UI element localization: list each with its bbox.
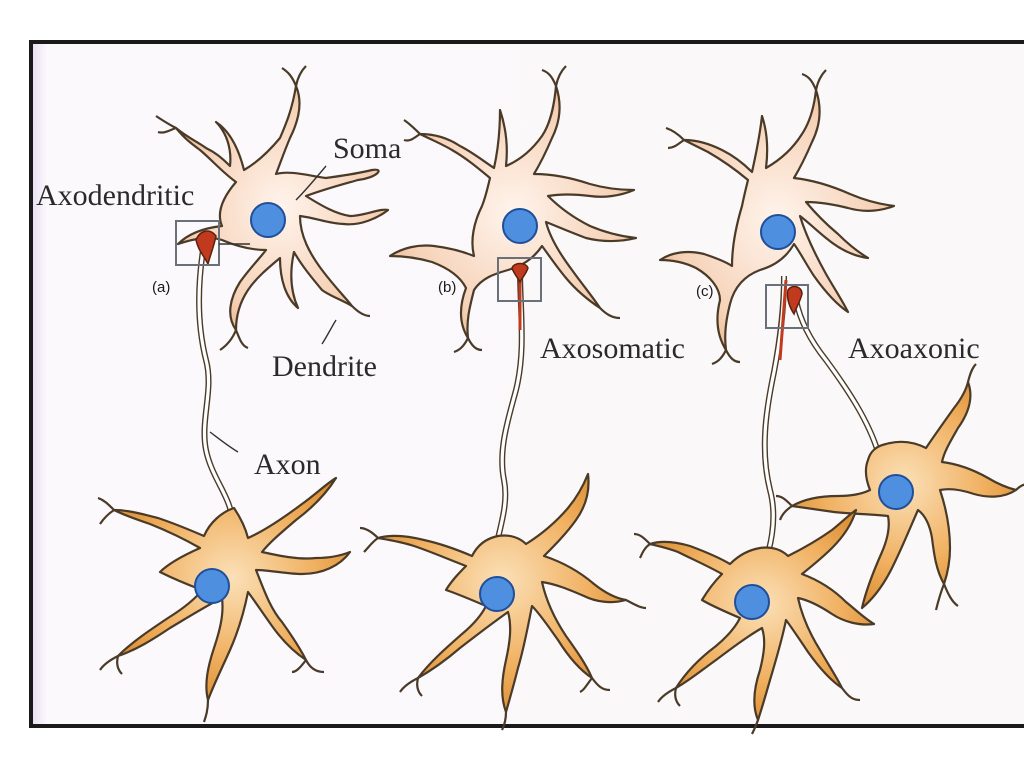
panel-b-axon-terminal <box>511 262 529 284</box>
panel-c-bottom-neuron <box>633 508 876 735</box>
axosomatic-synapse-box <box>497 257 542 302</box>
panel-a-axon <box>196 243 236 526</box>
soma-leader <box>295 165 327 201</box>
axon-label: Axon <box>254 448 321 481</box>
panel-c-axon-terminal <box>786 285 803 316</box>
panel-b-bottom-nucleus <box>479 576 515 612</box>
panel-c-top-nucleus <box>760 214 796 250</box>
panel-c-bottom-nucleus <box>734 584 770 620</box>
panel-a-label: (a) <box>152 279 170 296</box>
panel-c-top-neuron <box>658 69 896 366</box>
dendrite-label: Dendrite <box>272 350 377 383</box>
dendrite-leader <box>321 319 337 345</box>
axoaxonic-synapse-box <box>765 284 809 329</box>
axoaxonic-label: Axoaxonic <box>848 332 980 365</box>
panel-b-label: (b) <box>438 279 456 296</box>
panel-a-axon-terminal <box>195 230 217 267</box>
panel-b-top-neuron <box>388 65 638 354</box>
panel-b-bottom-neuron <box>359 472 647 731</box>
panel-c-right-neuron <box>775 363 1024 611</box>
axodendritic-synapse-box <box>175 220 220 266</box>
panel-c-right-nucleus <box>878 474 914 510</box>
panel-a-bottom-nucleus <box>194 568 230 604</box>
soma-label: Soma <box>333 132 401 165</box>
axon-leader <box>209 431 239 453</box>
axodendritic-label: Axodendritic <box>36 179 194 212</box>
panel-c-label: (c) <box>696 283 714 300</box>
panel-a-bottom-neuron <box>97 476 352 723</box>
panel-b-top-nucleus <box>502 208 538 244</box>
panel-a-top-nucleus <box>250 202 286 238</box>
panel-a-top-neuron <box>155 65 390 351</box>
axosomatic-label: Axosomatic <box>540 332 685 365</box>
